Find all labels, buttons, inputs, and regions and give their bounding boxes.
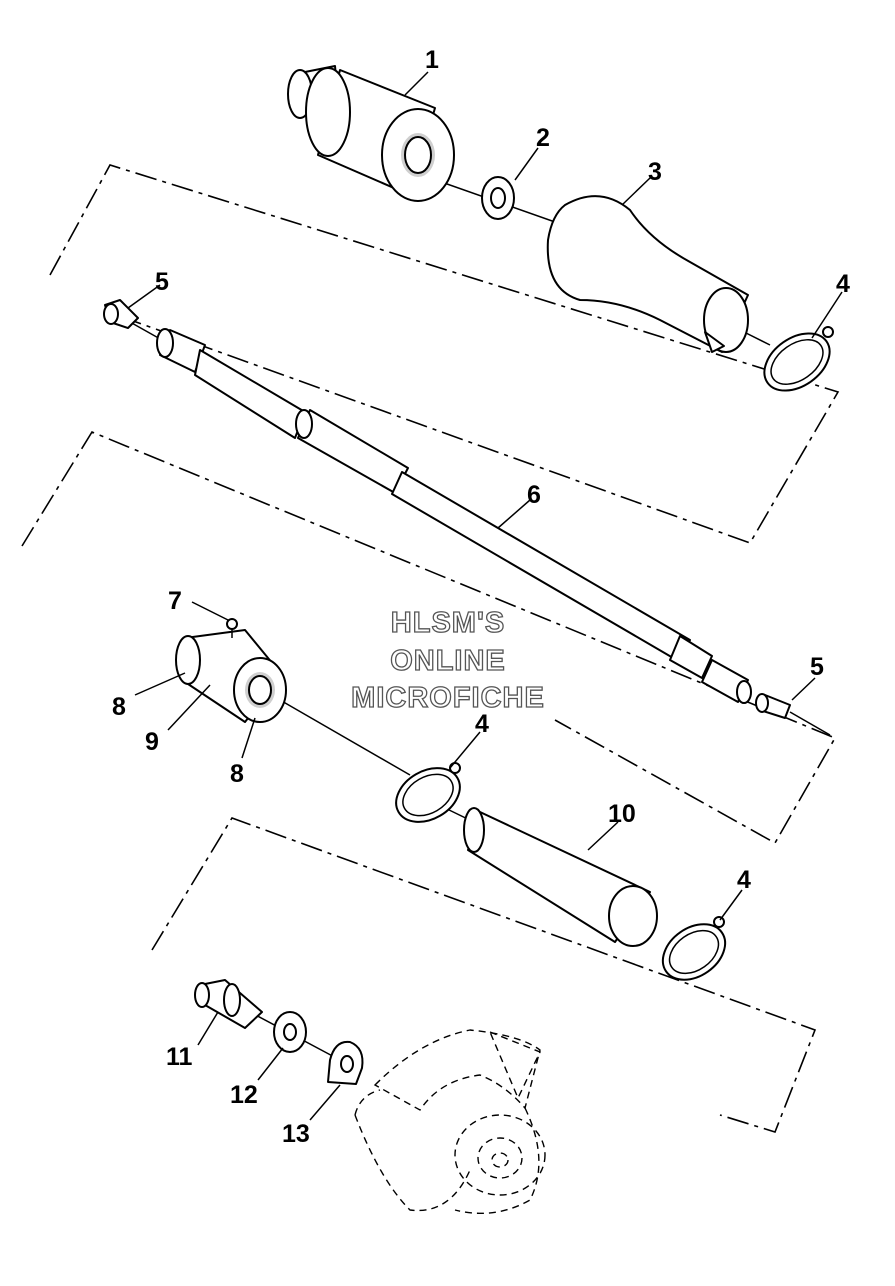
part-7-screw xyxy=(226,618,238,638)
part-11-fitting xyxy=(194,979,263,1029)
assembly-boundary-upper xyxy=(49,164,840,544)
callout-4-upper: 4 xyxy=(836,270,850,298)
part-4-clamp-middle xyxy=(395,762,461,823)
part-13-tab-washer xyxy=(327,1040,364,1085)
callout-9: 9 xyxy=(145,728,159,756)
callout-6: 6 xyxy=(527,481,541,509)
part-3-boot xyxy=(546,195,749,353)
part-4-clamp-lower xyxy=(661,916,727,981)
part-5-plug-lower xyxy=(755,693,791,719)
callout-5-upper: 5 xyxy=(155,268,169,296)
callout-4-lower: 4 xyxy=(737,866,751,894)
callout-1: 1 xyxy=(425,46,439,74)
centerline-joint xyxy=(279,699,411,776)
part-12-washer xyxy=(273,1011,307,1053)
callout-4-middle: 4 xyxy=(475,710,489,738)
part-4-clamp-upper xyxy=(763,326,834,392)
part-10-tube xyxy=(463,807,658,947)
callout-3: 3 xyxy=(648,158,662,186)
assembly-boundary-middle xyxy=(21,431,837,845)
leader-lines xyxy=(127,71,843,1121)
assembly-boundary-lower xyxy=(151,817,817,1133)
centerline-shaft-end xyxy=(789,711,831,736)
callout-12: 12 xyxy=(230,1081,258,1109)
part-1-housing xyxy=(287,65,455,202)
callout-11: 11 xyxy=(166,1043,193,1071)
part-2-washer xyxy=(481,176,515,220)
watermark-line-3: MICROFICHE xyxy=(351,682,545,714)
part-5-plug-upper xyxy=(103,299,139,329)
callout-10: 10 xyxy=(608,800,636,828)
callout-7: 7 xyxy=(168,587,182,615)
impeller-reference-outline xyxy=(354,1029,546,1215)
callout-2: 2 xyxy=(536,124,550,152)
part-6-drive-shaft xyxy=(156,328,752,704)
watermark-line-1: HLSM'S xyxy=(391,607,505,639)
watermark-line-2: ONLINE xyxy=(390,645,506,677)
centerline-shaft-start xyxy=(129,321,163,341)
part-9-joint-housing xyxy=(175,629,287,723)
callout-13: 13 xyxy=(282,1120,310,1148)
callout-8-left: 8 xyxy=(112,693,126,721)
callout-5-lower: 5 xyxy=(810,653,824,681)
callout-8-right: 8 xyxy=(230,760,244,788)
